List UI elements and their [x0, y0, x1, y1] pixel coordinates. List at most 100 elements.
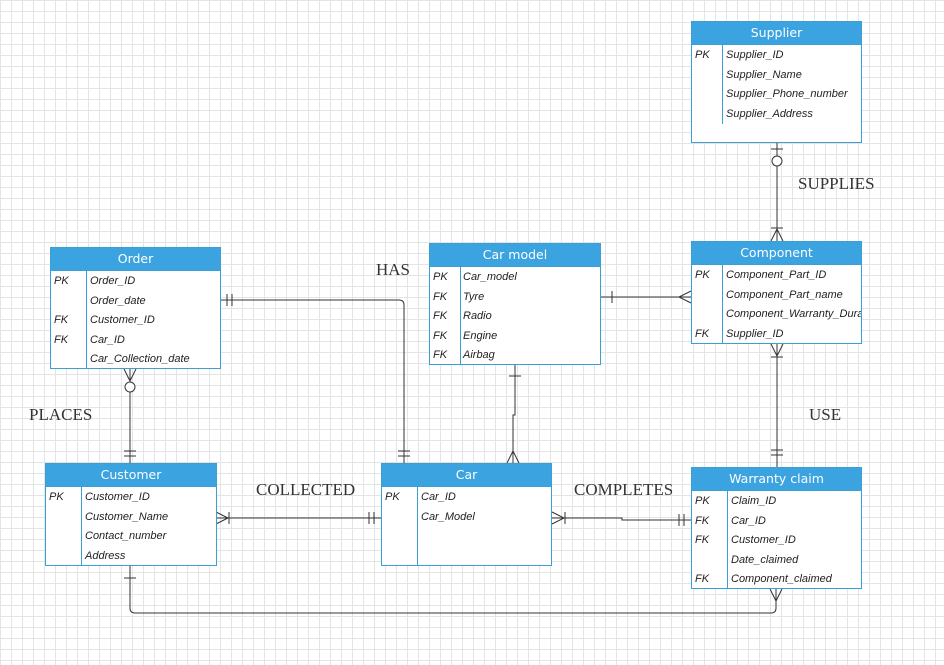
key-type: FK [433, 290, 448, 303]
attribute-name: Car_ID [90, 333, 125, 346]
key-type: FK [54, 333, 69, 346]
rel-label-completes: COMPLETES [574, 480, 674, 499]
key-type: FK [695, 573, 710, 586]
attribute-row: Car_Collection_date [51, 350, 220, 368]
key-type: PK [695, 49, 710, 61]
customer-header: Customer [46, 464, 216, 487]
attribute-name: Component_Warranty_Duration [726, 308, 862, 321]
warranty-claim-header: Warranty claim [692, 468, 861, 491]
attribute-name: Tyre [463, 290, 485, 303]
attribute-name: Supplier_Address [726, 107, 813, 120]
key-type: FK [54, 314, 69, 327]
car-completes-crowfoot [551, 511, 566, 525]
attribute-row: FK Customer_ID [51, 311, 220, 331]
warranty-claim-body: PK Claim_ID FK Car_ID FK Customer_ID Date_clai… [692, 491, 861, 588]
supplies-crowfoot [770, 227, 784, 242]
attribute-row: Component_Warranty_Duration [692, 305, 861, 325]
customer-crowfoot [215, 511, 230, 525]
attribute-row: Address [46, 547, 216, 565]
supplier-header: Supplier [692, 22, 861, 45]
attribute-name: Customer_ID [731, 534, 796, 547]
rel-label-has: HAS [376, 260, 411, 279]
attribute-name: Address [85, 549, 126, 562]
attribute-name: Order_ID [90, 275, 136, 287]
attribute-row: PK Car_ID [382, 488, 551, 508]
attribute-name: Supplier_ID [726, 49, 784, 61]
attribute-row: Supplier_Address [692, 105, 861, 125]
attribute-row: FK Supplier_ID [692, 325, 861, 343]
attribute-row: Car_Model [382, 508, 551, 528]
key-type: PK [385, 491, 400, 503]
car-header: Car [382, 464, 551, 487]
attribute-row: Supplier_Name [692, 66, 861, 86]
attribute-row: PK Customer_ID [46, 488, 216, 508]
order-car-line [221, 299, 405, 463]
attribute-name: Component_Part_name [726, 288, 843, 301]
key-type: FK [433, 310, 448, 323]
attribute-name: Customer_ID [85, 491, 150, 503]
attribute-name: Date_claimed [731, 553, 799, 566]
key-type: FK [695, 327, 710, 340]
supplies-optional-circle [771, 155, 783, 167]
attribute-row: PK Order_ID [51, 272, 220, 292]
attribute-name: Supplier_ID [726, 327, 784, 340]
rel-label-use: USE [809, 405, 842, 424]
key-type: FK [695, 514, 710, 527]
key-type: FK [695, 534, 710, 547]
key-type: PK [695, 495, 710, 507]
component-crowfoot [677, 290, 692, 304]
component-header: Component [692, 242, 861, 265]
attribute-name: Car_Collection_date [90, 353, 190, 366]
attribute-row: PK Supplier_ID [692, 46, 861, 66]
attribute-name: Customer_Name [85, 510, 169, 523]
attribute-row: Customer_Name [46, 508, 216, 528]
key-type: FK [433, 329, 448, 342]
attribute-row: Component_Part_name [692, 286, 861, 306]
order-header: Order [51, 248, 220, 271]
key-type: PK [433, 271, 448, 283]
attribute-row: Contact_number [46, 527, 216, 547]
key-type: FK [433, 349, 448, 362]
attribute-name: Car_Model [421, 510, 475, 523]
attribute-name: Contact_number [85, 530, 167, 543]
key-type: PK [49, 491, 64, 503]
attribute-name: Radio [463, 310, 492, 323]
attribute-name: Order_date [90, 294, 146, 307]
attribute-name: Supplier_Phone_number [726, 88, 848, 101]
attribute-name: Car_ID [421, 491, 456, 503]
attribute-row: PK Claim_ID [692, 492, 861, 512]
attribute-name: Customer_ID [90, 314, 155, 327]
carmodel-car-line [512, 365, 516, 463]
warranty-claim-entity[interactable]: Warranty claim PK Claim_ID FK Car_ID FK Custo… [691, 467, 862, 589]
car-crowfoot [506, 449, 520, 464]
attribute-row: Date_claimed [692, 551, 861, 571]
attribute-name: Component_claimed [731, 573, 832, 586]
key-type: PK [54, 275, 69, 287]
attribute-row: Order_date [51, 292, 220, 312]
attribute-row: FK Component_claimed [692, 570, 861, 588]
attribute-name: Claim_ID [731, 495, 777, 507]
attribute-row: Supplier_Phone_number [692, 85, 861, 105]
rel-label-supplies: SUPPLIES [798, 174, 875, 193]
rel-label-places: PLACES [29, 405, 93, 424]
attribute-row: FK Car_ID [692, 512, 861, 532]
attribute-name: Car_ID [731, 514, 766, 527]
attribute-row: FK Radio [430, 307, 600, 327]
customer-claim-line [129, 566, 777, 614]
car-entity[interactable]: Car PK Car_ID Car_Model [381, 463, 552, 566]
attribute-row: FK Car_ID [51, 331, 220, 351]
claim-crowfoot [769, 588, 783, 603]
